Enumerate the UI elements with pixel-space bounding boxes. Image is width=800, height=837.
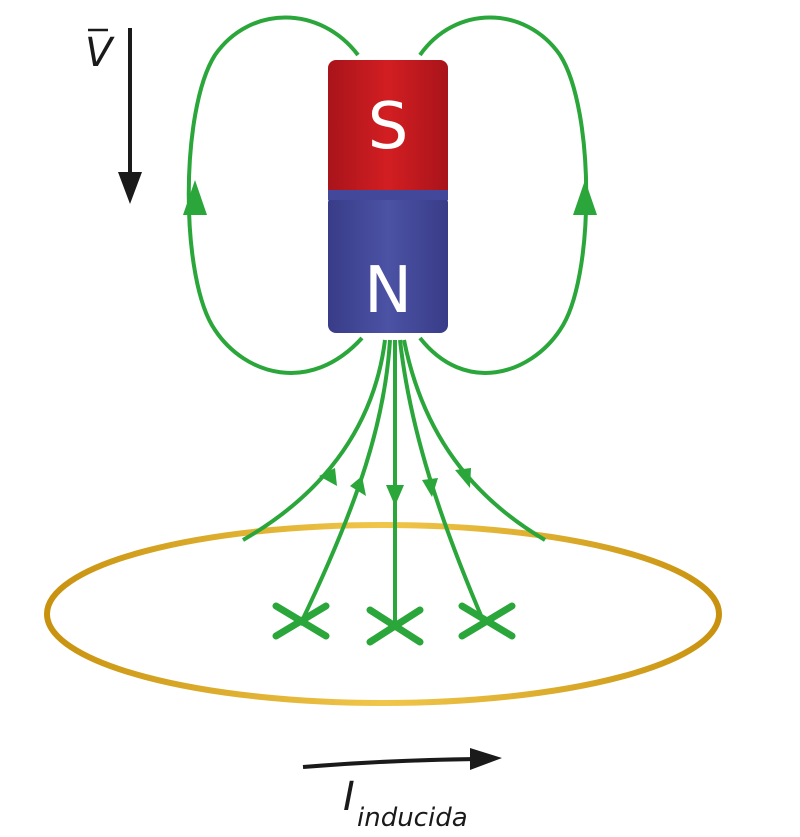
field-arrowheads [183, 180, 597, 506]
induced-current-label: I inducida [343, 774, 468, 833]
conductor-ring [44, 522, 722, 706]
cross-mark-left [272, 602, 330, 640]
cross-mark-right [458, 602, 516, 640]
cross-mark-center [366, 606, 424, 646]
field-line-5 [402, 339, 547, 542]
field-line-4 [398, 339, 487, 626]
cross-marks [272, 602, 516, 646]
magnet-north-label: N [364, 254, 412, 328]
svg-text:I: I [343, 774, 355, 820]
velocity-arrow [118, 28, 142, 204]
field-line-1 [242, 339, 387, 542]
induced-current-arrow [302, 748, 502, 770]
svg-text:V: V [85, 30, 115, 76]
magnet-south-label: S [368, 90, 409, 164]
magnet-south-pole [328, 60, 448, 198]
arrowhead-left-up [183, 180, 207, 215]
svg-text:inducida: inducida [357, 803, 468, 833]
arrowhead-right-up [573, 180, 597, 215]
magnet-north-pole [328, 195, 448, 333]
velocity-label: V [85, 28, 115, 76]
field-line-2 [298, 339, 392, 626]
bar-magnet: S N [328, 60, 448, 333]
